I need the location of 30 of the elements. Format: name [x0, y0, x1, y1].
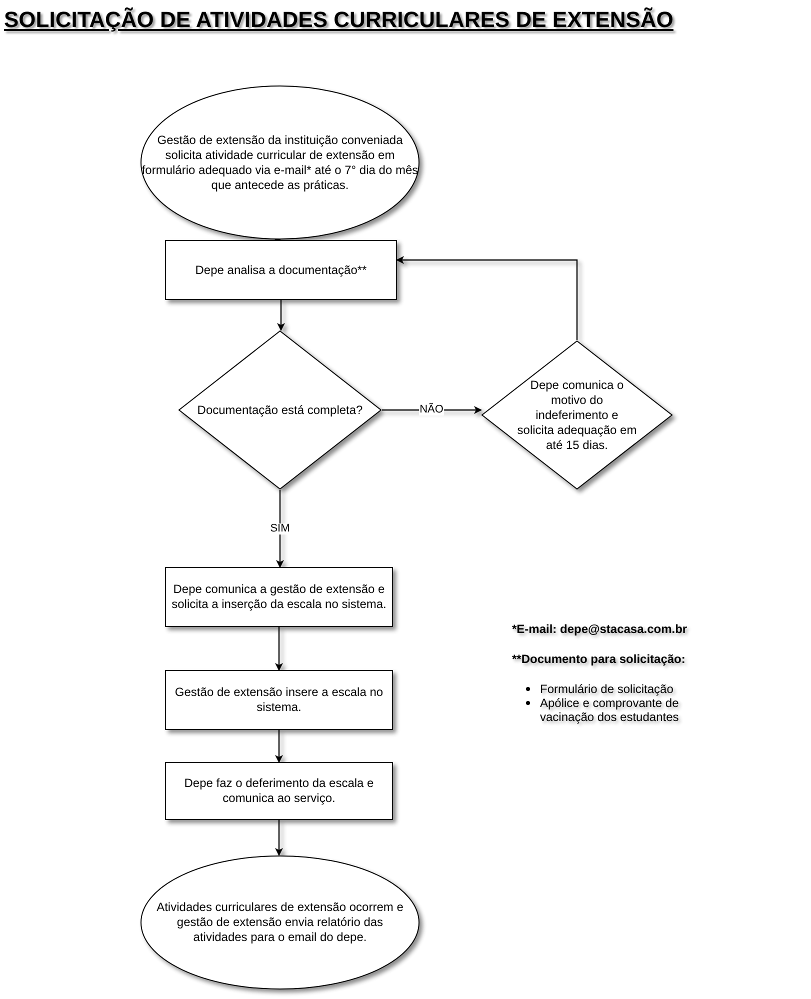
list-item: Apólice e comprovante de vacinação dos estudantes	[540, 696, 680, 724]
arrow	[276, 490, 284, 568]
footnote: **Documento para solicitação:	[512, 652, 686, 666]
decision-diamond	[481, 340, 673, 490]
list-item: Formulário de solicitação	[540, 682, 674, 696]
node-text: Depe faz o deferimento da escala e comunica ao serviço.	[183, 776, 375, 806]
process-box	[165, 567, 393, 627]
process-box	[165, 762, 393, 820]
arrow	[274, 239, 281, 241]
node-text: Gestão de extensão da instituição conveniada solicita atividade curricular de extensão em formulário adequado via e-mail* até o 7° dia do mês que antecede as práticas.	[140, 132, 420, 192]
process-box	[165, 240, 397, 300]
arrow	[275, 627, 283, 671]
node-text: Depe comunica o motivo do indeferimento e solicita adequação em até 15 dias.	[517, 378, 637, 452]
process-box	[165, 670, 393, 730]
decision-diamond	[178, 330, 382, 490]
node-text: Depe analisa a documentação**	[195, 262, 367, 278]
end-ellipse	[140, 855, 420, 990]
start-ellipse	[140, 85, 420, 240]
title: SOLICITAÇÃO DE ATIVIDADES CURRICULARES DE EXTENSÃO	[4, 6, 674, 34]
arrow	[277, 300, 285, 331]
arrow	[275, 820, 283, 856]
node-text: Documentação está completa?	[197, 402, 363, 418]
arrow	[396, 256, 578, 340]
arrow	[275, 730, 283, 763]
node-text: Gestão de extensão insere a escala no sistema.	[174, 685, 384, 715]
footnote: *E-mail: depe@stacasa.com.br	[512, 622, 688, 636]
node-text: Depe comunica a gestão de extensão e solicita a inserção da escala no sistema.	[170, 582, 388, 612]
edge-label: NÃO	[418, 404, 444, 416]
edge-label: SIM	[269, 523, 291, 534]
node-text: Atividades curriculares de extensão ocorrem e gestão de extensão envia relatório das atividades para o email do depe.	[156, 900, 404, 945]
